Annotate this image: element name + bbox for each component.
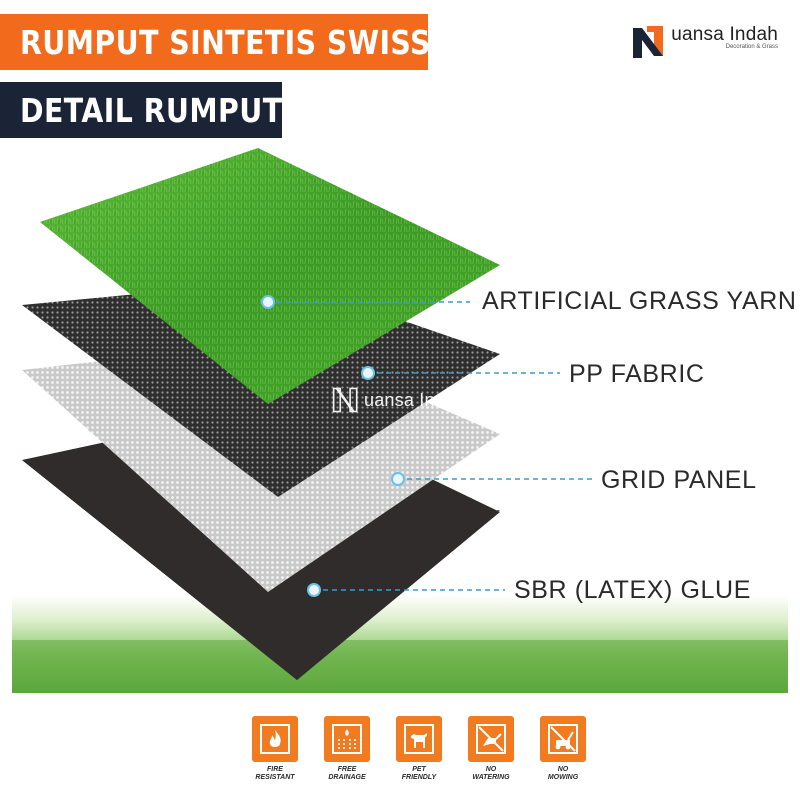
watermark-text: uansa Indah [364,389,466,410]
feature-icons-row: FIRE RESISTANT FREE DRAINAGE [252,716,586,782]
marker-dot-grass [261,295,275,309]
feature-fire-line1: FIRE [267,766,283,773]
marker-dot-fabric [361,366,375,380]
fire-icon [252,716,298,762]
subtitle-text: DETAIL RUMPUT [20,90,283,130]
marker-dot-grid [391,472,405,486]
drainage-icon [324,716,370,762]
feature-free-drainage: FREE DRAINAGE [324,716,370,782]
feature-fire-line2: RESISTANT [255,774,295,781]
brand-logo: uansa Indah Decoration & Grass [631,24,778,60]
feature-mowing-line1: NO [557,766,569,773]
feature-watering-line1: NO [485,766,497,773]
feature-no-mowing: NO MOWING [540,716,586,782]
brand-tagline: Decoration & Grass [725,44,778,50]
brand-name: uansa Indah [671,24,778,45]
title-text: RUMPUT SINTETIS SWISS [20,22,431,62]
feature-drainage-line2: DRAINAGE [328,774,366,781]
feature-drainage-line1: FREE [337,766,357,773]
label-grid-panel: GRID PANEL [601,466,757,494]
feature-pet-line1: PET [412,766,426,773]
brand-mark-icon [633,26,664,58]
dog-icon [396,716,442,762]
feature-watering-line2: WATERING [472,774,510,781]
label-artificial-grass-yarn: ARTIFICIAL GRASS YARN [482,287,797,315]
watermark: uansa Indah [332,385,465,415]
label-sbr-latex-glue: SBR (LATEX) GLUE [514,576,751,604]
watermark-logo-icon [332,387,358,413]
no-mowing-icon [540,716,586,762]
feature-no-watering: NO WATERING [468,716,514,782]
feature-pet-line2: FRIENDLY [401,774,437,781]
title-banner: RUMPUT SINTETIS SWISS [0,14,431,70]
subtitle-banner: DETAIL RUMPUT [0,82,282,138]
feature-mowing-line2: MOWING [547,774,579,781]
feature-pet-friendly: PET FRIENDLY [396,716,442,782]
feature-fire-resistant: FIRE RESISTANT [252,716,298,782]
marker-dot-glue [307,583,321,597]
label-pp-fabric: PP FABRIC [569,360,705,388]
no-watering-icon [468,716,514,762]
